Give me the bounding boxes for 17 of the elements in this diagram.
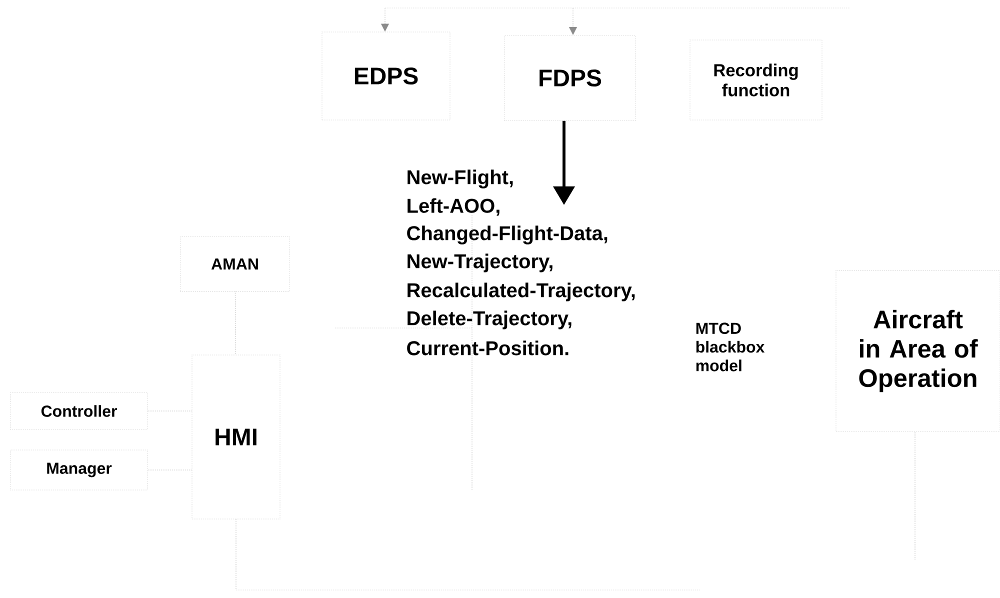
actor-box: Controller bbox=[10, 392, 148, 430]
actor-box: Manager bbox=[10, 450, 148, 490]
message-label: New-Trajectory, bbox=[408, 254, 552, 272]
process-box: AMAN bbox=[180, 236, 290, 292]
process-box: FDPS bbox=[504, 35, 636, 121]
message-label: Changed-Flight-Data, bbox=[407, 226, 608, 244]
message-label: New-Flight, bbox=[408, 170, 513, 188]
connector-line bbox=[234, 291, 236, 355]
process-box: EDPS bbox=[322, 32, 450, 120]
message-label: Delete-Trajectory, bbox=[408, 310, 572, 330]
message-label: Left-AOO, bbox=[408, 198, 500, 216]
message-label: Current-Position. bbox=[407, 340, 568, 356]
model-label: MTCD blackbox model bbox=[696, 322, 765, 372]
process-box: HMI bbox=[192, 354, 280, 520]
process-box: Recording function bbox=[690, 40, 822, 120]
message-label: Recalculated-Trajectory, bbox=[408, 282, 635, 302]
area-box: Aircraft in Area of Operation bbox=[836, 270, 1000, 432]
